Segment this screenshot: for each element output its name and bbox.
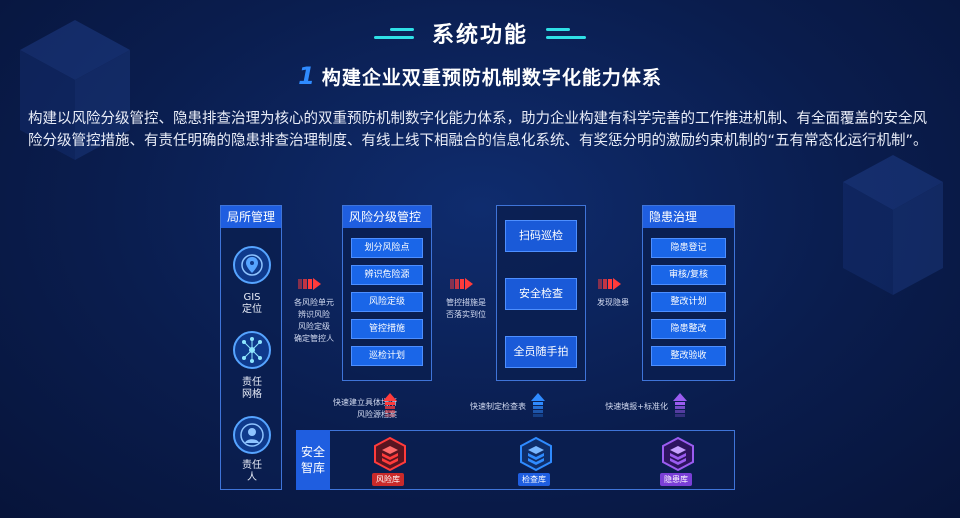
bureau-panel: 局所管理 GIS 定位 责任 网格 责任 人 [220,205,282,490]
knowledge-base-title: 安全 智库 [296,430,330,490]
description-paragraph: 构建以风险分级管控、隐患排查治理为核心的双重预防机制数字化能力体系，助力企业构建… [28,111,928,149]
person-icon [233,416,271,454]
hazard-item[interactable]: 整改计划 [651,292,726,312]
bureau-item-gis-line1: GIS [243,292,261,303]
title-deco-left [373,27,414,39]
knowledge-title-line2: 智库 [300,461,325,475]
note-line: 确定管控人 [294,334,334,343]
bureau-item-grid-line2: 网格 [242,389,262,400]
check-library-icon[interactable] [518,436,554,472]
arrow-to-inspect-note: 管控措施是 否落实到位 [436,297,496,321]
arrow-to-hazard [598,278,621,290]
note-line: 否落实到位 [446,310,486,319]
page-title: 系统功能 [431,23,528,48]
note-line: 辨识风险 [298,310,330,319]
up-arrow-red [383,393,397,417]
risk-library-label: 风险库 [372,473,404,486]
hazard-panel-title: 隐患治理 [643,206,734,228]
hazard-item[interactable]: 整改验收 [651,346,726,366]
bureau-item-gis: GIS 定位 [221,292,283,316]
note-line: 快速建立具体场所 [333,398,397,407]
inspect-item[interactable]: 全员随手拍 [505,336,577,368]
up-note-middle: 快速制定检查表 [446,401,526,413]
arrow-to-risk [298,278,321,290]
bureau-item-grid-line1: 责任 [242,377,262,388]
process-diagram: 局所管理 GIS 定位 责任 网格 责任 人 各风险单元 辨识风险 风险定级 确… [220,205,735,493]
bureau-panel-title: 局所管理 [221,206,281,228]
hazard-item[interactable]: 审核/复核 [651,265,726,285]
risk-library-icon[interactable] [372,436,408,472]
bureau-item-person-line1: 责任 [242,460,262,471]
up-note-right: 快速填报+标准化 [588,401,668,413]
bureau-item-gis-line2: 定位 [242,304,262,315]
hazard-item[interactable]: 隐患整改 [651,319,726,339]
hazard-panel: 隐患治理 隐患登记 审核/复核 整改计划 隐患整改 整改验收 [642,205,735,381]
network-icon [233,331,271,369]
inspect-panel: 扫码巡检 安全检查 全员随手拍 [496,205,586,381]
location-pin-icon [233,246,271,284]
risk-item[interactable]: 风险定级 [351,292,423,312]
arrow-to-risk-note: 各风险单元 辨识风险 风险定级 确定管控人 [284,297,344,345]
hazard-library-icon[interactable] [660,436,696,472]
note-line: 各风险单元 [294,298,334,307]
section-number: 1 [298,62,316,90]
note-line: 管控措施是 [446,298,486,307]
hazard-item[interactable]: 隐患登记 [651,238,726,258]
up-arrow-blue [531,393,545,417]
inspect-item[interactable]: 扫码巡检 [505,220,577,252]
section-subtitle-text: 构建企业双重预防机制数字化能力体系 [321,67,662,89]
decor-cube-right [843,155,943,295]
knowledge-title-line1: 安全 [300,445,325,459]
arrow-to-inspect [450,278,473,290]
bureau-item-person: 责任 人 [221,460,283,484]
risk-item[interactable]: 巡检计划 [351,346,423,366]
note-line: 风险定级 [298,322,330,331]
bureau-item-person-line2: 人 [247,472,257,483]
risk-panel-title: 风险分级管控 [343,206,431,228]
note-line: 发现隐患 [597,298,629,307]
up-note-left: 快速建立具体场所 风险源档案 [302,397,397,421]
risk-item[interactable]: 划分风险点 [351,238,423,258]
inspect-item[interactable]: 安全检查 [505,278,577,310]
hazard-library-label: 隐患库 [660,473,692,486]
risk-panel: 风险分级管控 划分风险点 辨识危险源 风险定级 管控措施 巡检计划 [342,205,432,381]
decor-cube-left [20,20,130,160]
check-library-label: 检查库 [518,473,550,486]
up-arrow-purple [673,393,687,417]
arrow-to-hazard-note: 发现隐患 [588,297,638,309]
note-line: 快速制定检查表 [470,402,526,411]
note-line: 快速填报+标准化 [605,402,668,411]
risk-item[interactable]: 管控措施 [351,319,423,339]
title-deco-right [546,27,586,39]
title-row: 系统功能 [0,16,960,50]
risk-item[interactable]: 辨识危险源 [351,265,423,285]
bureau-item-grid: 责任 网格 [221,377,283,401]
note-line: 风险源档案 [357,410,397,419]
